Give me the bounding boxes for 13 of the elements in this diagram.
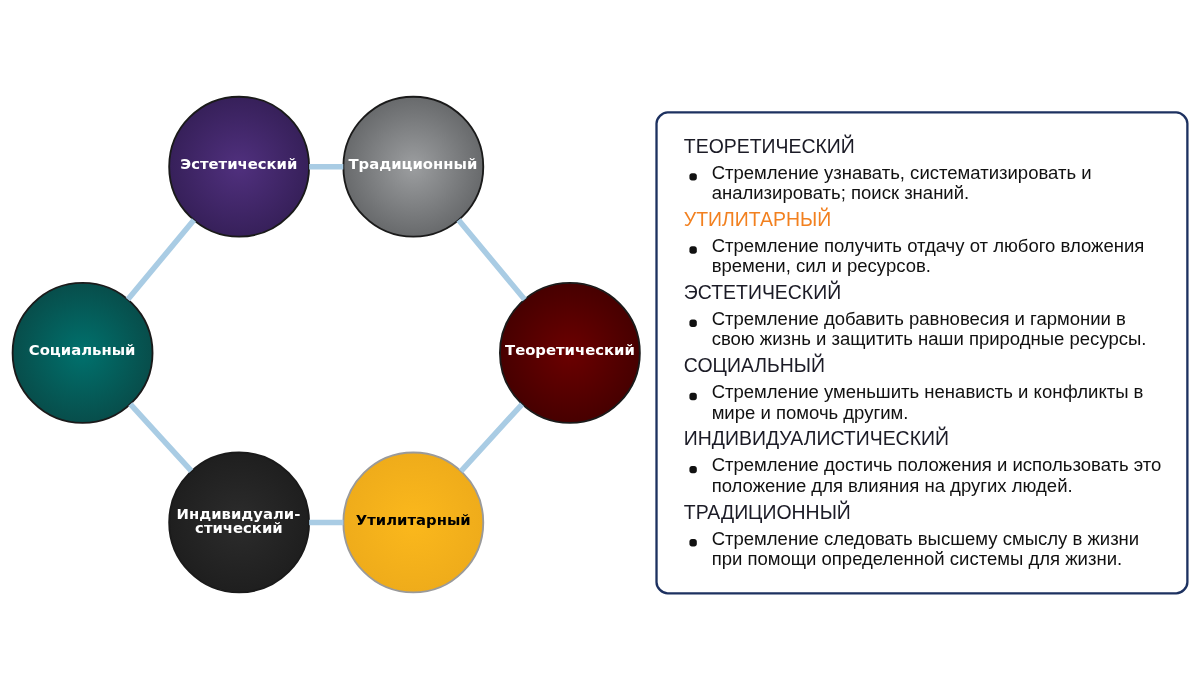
connector [456, 217, 527, 301]
connector [125, 217, 196, 301]
connector [309, 519, 344, 525]
connector [459, 401, 525, 473]
node-circle: Индивидуали- стический [168, 451, 310, 593]
node-box: ТЕОРЕТИЧЕСКИЙ Стремление узнавать, систематизировать и анализировать; поиск знаний. УТИЛИТАРНЫЙ Стремление получить отдачу от любого вложения времени, сил и ресурсов. ЭСТЕТИЧЕСКИЙ Стремление добавить равновесия и гармонии в свою жизнь и защитить наши природные ресурсы. СОЦИАЛЬНЫЙ Стремление уменьшить ненависть и конфликты в мире и помочь другим. ИНДИВИДУАЛИСТИЧЕСКИЙ Стремление достичь положения и использовать это положение для влияния на других людей. ТРАДИЦИОННЫЙ Стремление следовать высшему смыслу в жизни при помощи определенной системы для жизни. [655, 110, 1189, 594]
connector [309, 163, 344, 169]
node-circle: Традиционный [342, 95, 485, 238]
node-circle: Социальный [11, 281, 154, 424]
node-circle: Теоретический [499, 281, 641, 424]
node-circle: Утилитарный [342, 451, 485, 593]
connector [128, 401, 194, 473]
node-circle: Эстетический [168, 95, 310, 238]
